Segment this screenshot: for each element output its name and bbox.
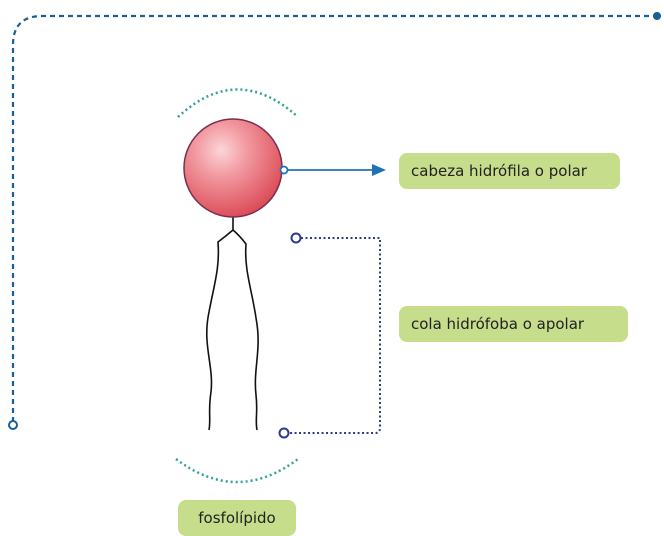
bracket-bottom-circle-icon [278,427,290,439]
phospholipid-head [183,118,283,218]
frame-end-dot-icon [653,12,661,20]
tail-bracket [278,232,381,439]
head-connector-circle-icon [279,165,289,175]
bracket-top-circle-icon [290,232,302,244]
upper-arc [177,88,299,118]
lower-arc [175,458,299,484]
frame-start-circle-icon [8,420,18,430]
phospholipid-tail [206,217,259,431]
head-arrow [279,164,386,176]
diagram-title-label: fosfolípido [178,500,296,536]
head-label: cabeza hidrófila o polar [399,153,620,189]
tail-label: cola hidrófoba o apolar [399,306,628,342]
frame-dashed-line [11,14,657,422]
